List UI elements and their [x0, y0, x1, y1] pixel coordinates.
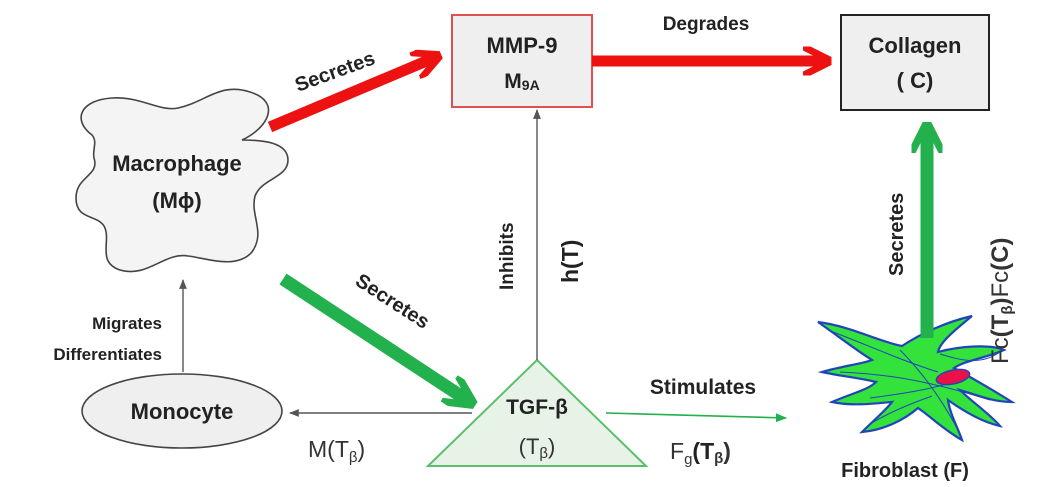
edge-fibroblast-secretes-collagen: Secretes Fc(Tβ)Fc(C)	[886, 128, 1016, 364]
fibroblast-nucleus	[935, 368, 971, 386]
mmp9-symbol: M9A	[504, 70, 539, 93]
edge-macrophage-secretes-tgfb: Secretes	[279, 270, 470, 402]
monocyte-ellipse	[81, 373, 283, 449]
label-degrades: Degrades	[663, 14, 750, 35]
tgfb-title: TGF-β	[506, 396, 568, 419]
monocyte-title: Monocyte	[131, 399, 234, 424]
mmp9-title: MMP-9	[487, 33, 558, 58]
tgfb-symbol: (Tβ)	[519, 434, 556, 462]
tgfb-node: TGF-β (Tβ)	[425, 358, 649, 467]
macrophage-title: Macrophage	[112, 151, 242, 176]
fibroblast-title: Fibroblast (F)	[841, 460, 969, 482]
label-fc-function: Fc(Tβ)Fc(C)	[987, 238, 1016, 364]
label-m-function: M(Tβ)	[308, 436, 365, 466]
edge-tgfb-inhibits-mmp9: Inhibits h(T)	[497, 109, 583, 360]
label-secretes-collagen: Secretes	[886, 193, 908, 276]
label-inhibits: Inhibits	[497, 222, 518, 290]
fibroblast-node: Fibroblast (F)	[817, 314, 1016, 482]
edge-tgfb-recruits-monocyte: M(Tβ)	[289, 409, 472, 466]
red-arrow-macrophage-to-mmp9	[267, 57, 436, 133]
mmp9-box	[451, 14, 593, 108]
macrophage-symbol: (Mϕ)	[152, 188, 201, 213]
green-arrow-macrophage-to-tgfb	[279, 273, 470, 402]
collagen-node: Collagen ( C)	[840, 14, 990, 111]
edge-tgfb-stimulates-fibroblast: Stimulates Fg(Tβ)	[605, 376, 788, 468]
tgfb-triangle	[425, 358, 649, 467]
collagen-symbol: ( C)	[897, 68, 934, 93]
macrophage-cell-shape	[75, 88, 289, 273]
fibroblast-cell-image	[817, 314, 1016, 443]
label-migrates: Migrates	[92, 314, 162, 333]
monocyte-node: Monocyte	[81, 373, 283, 449]
macrophage-node: Macrophage (Mϕ)	[75, 88, 289, 273]
thin-arrow-tgfb-to-fibroblast	[605, 412, 788, 423]
label-stimulates: Stimulates	[650, 376, 756, 399]
edge-mmp9-degrades-collagen: Degrades	[592, 14, 826, 61]
label-inhibits-function: h(T)	[557, 240, 583, 283]
label-fg-function: Fg(Tβ)	[670, 438, 731, 468]
collagen-box	[840, 14, 990, 111]
label-secretes-tgfb: Secretes	[351, 270, 433, 334]
mmp9-node: MMP-9 M9A	[451, 14, 593, 108]
label-differentiates: Differentiates	[53, 345, 162, 364]
edge-monocyte-to-macrophage: Migrates Differentiates	[53, 279, 187, 372]
collagen-title: Collagen	[869, 33, 962, 58]
edge-macrophage-secretes-mmp9: Secretes	[267, 47, 436, 133]
